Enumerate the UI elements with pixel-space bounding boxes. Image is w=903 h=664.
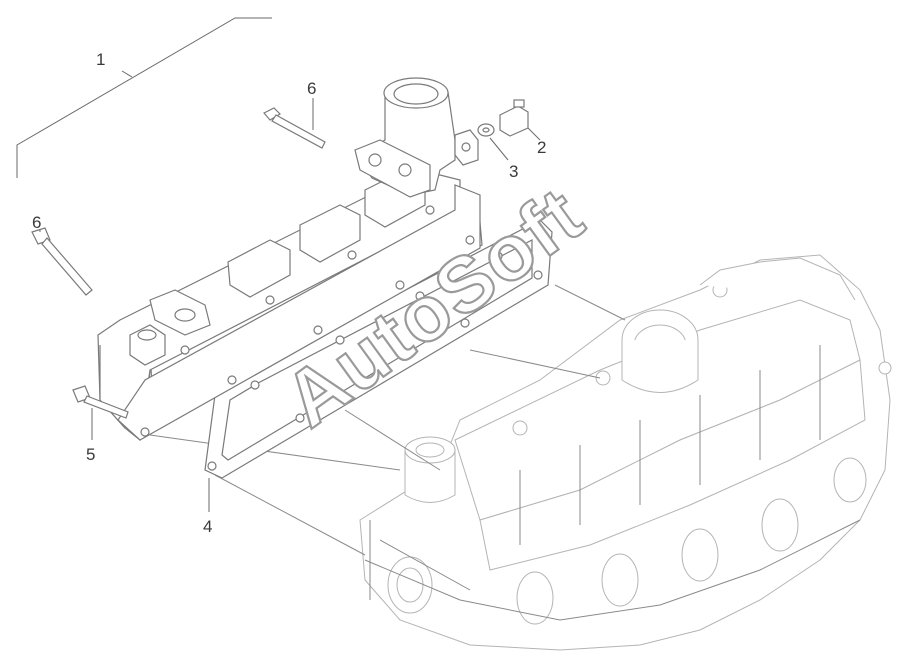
bolts: [31, 107, 326, 419]
callout-3: 3: [509, 162, 518, 181]
callout-6-left: 6: [32, 213, 41, 232]
intake-manifold: [97, 77, 483, 442]
callout-2: 2: [537, 138, 546, 157]
callout-4: 4: [203, 517, 212, 536]
leader-lines: [16, 17, 541, 512]
callout-6-top: 6: [307, 79, 316, 98]
sensor-and-washer: [477, 99, 529, 137]
alignment-lines: [149, 284, 626, 556]
callout-1: 1: [96, 50, 105, 69]
callout-5: 5: [86, 445, 95, 464]
cylinder-head: [359, 254, 892, 651]
callout-labels: 1 2 3 4 5 6 6: [32, 50, 546, 536]
